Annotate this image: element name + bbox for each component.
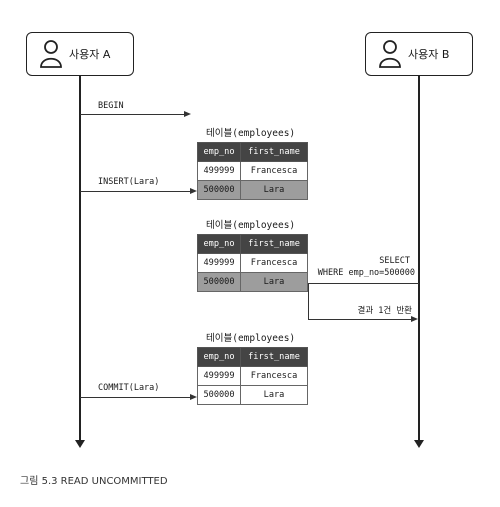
- result-connector: [308, 283, 310, 320]
- column-header: first_name: [240, 347, 308, 367]
- table-row: 500000 Lara: [197, 385, 308, 405]
- lifeline-b-arrowhead: [414, 440, 424, 448]
- begin-arrowhead: [184, 111, 191, 117]
- commit-message-label: COMMIT(Lara): [98, 383, 160, 393]
- table-cell: 500000: [197, 385, 241, 405]
- insert-message-arrow: [80, 191, 191, 193]
- table-cell: 499999: [197, 366, 241, 386]
- table-1-title: 테이블(employees): [206, 128, 296, 139]
- column-header: emp_no: [197, 142, 241, 162]
- begin-message-arrow: [80, 114, 185, 116]
- table-row-highlighted: 500000 Lara: [197, 272, 308, 292]
- column-header: emp_no: [197, 347, 241, 367]
- table-cell: Francesca: [240, 366, 308, 386]
- table-row: 499999 Francesca: [197, 161, 308, 181]
- actor-a-box: 사용자 A: [26, 32, 134, 76]
- actor-a-label: 사용자 A: [69, 48, 111, 61]
- lifeline-a-arrowhead: [75, 440, 85, 448]
- result-message-arrow: [308, 319, 412, 321]
- table-cell: Francesca: [240, 253, 308, 273]
- employees-table-3: emp_no first_name 499999 Francesca 50000…: [197, 347, 308, 405]
- select-message-line-1: SELECT: [379, 256, 410, 266]
- table-row: 499999 Francesca: [197, 253, 308, 273]
- insert-arrowhead: [190, 188, 197, 194]
- employees-table-2: emp_no first_name 499999 Francesca 50000…: [197, 234, 308, 292]
- insert-message-label: INSERT(Lara): [98, 177, 160, 187]
- table-cell: 499999: [197, 161, 241, 181]
- column-header: first_name: [240, 142, 308, 162]
- actor-b-box: 사용자 B: [365, 32, 473, 76]
- figure-caption: 그림 5.3 READ UNCOMMITTED: [20, 476, 168, 487]
- table-2-title: 테이블(employees): [206, 220, 296, 231]
- table-cell: 500000: [197, 180, 241, 200]
- employees-table-1: emp_no first_name 499999 Francesca 50000…: [197, 142, 308, 200]
- table-cell: Francesca: [240, 161, 308, 181]
- result-arrowhead: [411, 316, 418, 322]
- lifeline-b: [418, 76, 420, 440]
- table-row: 499999 Francesca: [197, 366, 308, 386]
- select-message-line-2: WHERE emp_no=500000: [317, 268, 415, 278]
- column-header: emp_no: [197, 234, 241, 254]
- result-message-label: 결과 1건 반환: [357, 306, 412, 316]
- column-header: first_name: [240, 234, 308, 254]
- actor-b-label: 사용자 B: [408, 48, 450, 61]
- table-3-title: 테이블(employees): [206, 333, 296, 344]
- table-cell: 500000: [197, 272, 241, 292]
- table-row-highlighted: 500000 Lara: [197, 180, 308, 200]
- begin-message-label: BEGIN: [98, 101, 124, 111]
- commit-arrowhead: [190, 394, 197, 400]
- user-icon: [40, 40, 62, 68]
- table-cell: Lara: [240, 180, 308, 200]
- select-message-line: [308, 283, 419, 285]
- table-header-row: emp_no first_name: [197, 142, 308, 162]
- table-header-row: emp_no first_name: [197, 234, 308, 254]
- table-cell: Lara: [240, 385, 308, 405]
- lifeline-a: [79, 76, 81, 440]
- user-icon: [379, 40, 401, 68]
- table-header-row: emp_no first_name: [197, 347, 308, 367]
- table-cell: Lara: [240, 272, 308, 292]
- table-cell: 499999: [197, 253, 241, 273]
- commit-message-arrow: [80, 397, 191, 399]
